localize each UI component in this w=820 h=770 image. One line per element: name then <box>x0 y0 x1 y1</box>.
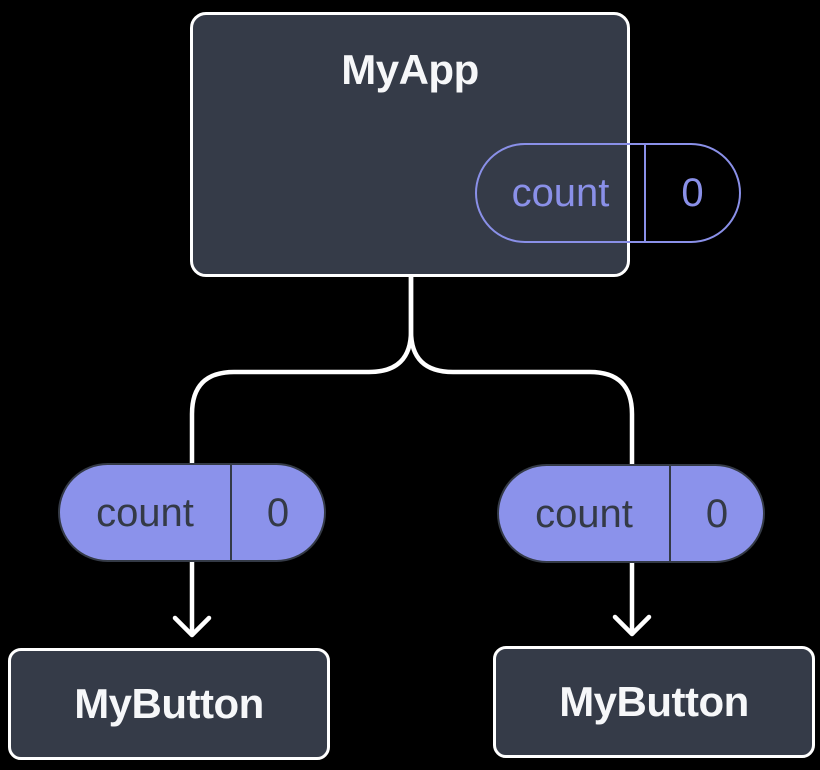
arrow-head-left <box>172 615 212 638</box>
arrow-head-right <box>612 614 652 637</box>
node-myapp: MyApp count 0 <box>190 12 741 277</box>
branch-line-right <box>408 270 635 469</box>
state-pill-myapp: count 0 <box>475 143 741 243</box>
node-mybutton-left: MyButton <box>8 648 330 760</box>
node-mybutton-left-title: MyButton <box>74 679 264 727</box>
node-myapp-title: MyApp <box>341 46 479 93</box>
prop-pill-name: count <box>499 466 671 561</box>
state-pill-value: 0 <box>681 171 704 215</box>
node-mybutton-right-title: MyButton <box>559 677 749 725</box>
state-pill-name: count <box>477 145 646 241</box>
branch-line-left <box>189 270 414 469</box>
prop-pill-value: 0 <box>266 490 290 535</box>
prop-pill-value: 0 <box>705 491 729 536</box>
prop-pill-right: count 0 <box>497 464 765 563</box>
node-mybutton-right: MyButton <box>493 646 815 758</box>
prop-pill-name: count <box>60 465 232 560</box>
prop-pill-left: count 0 <box>58 463 326 562</box>
